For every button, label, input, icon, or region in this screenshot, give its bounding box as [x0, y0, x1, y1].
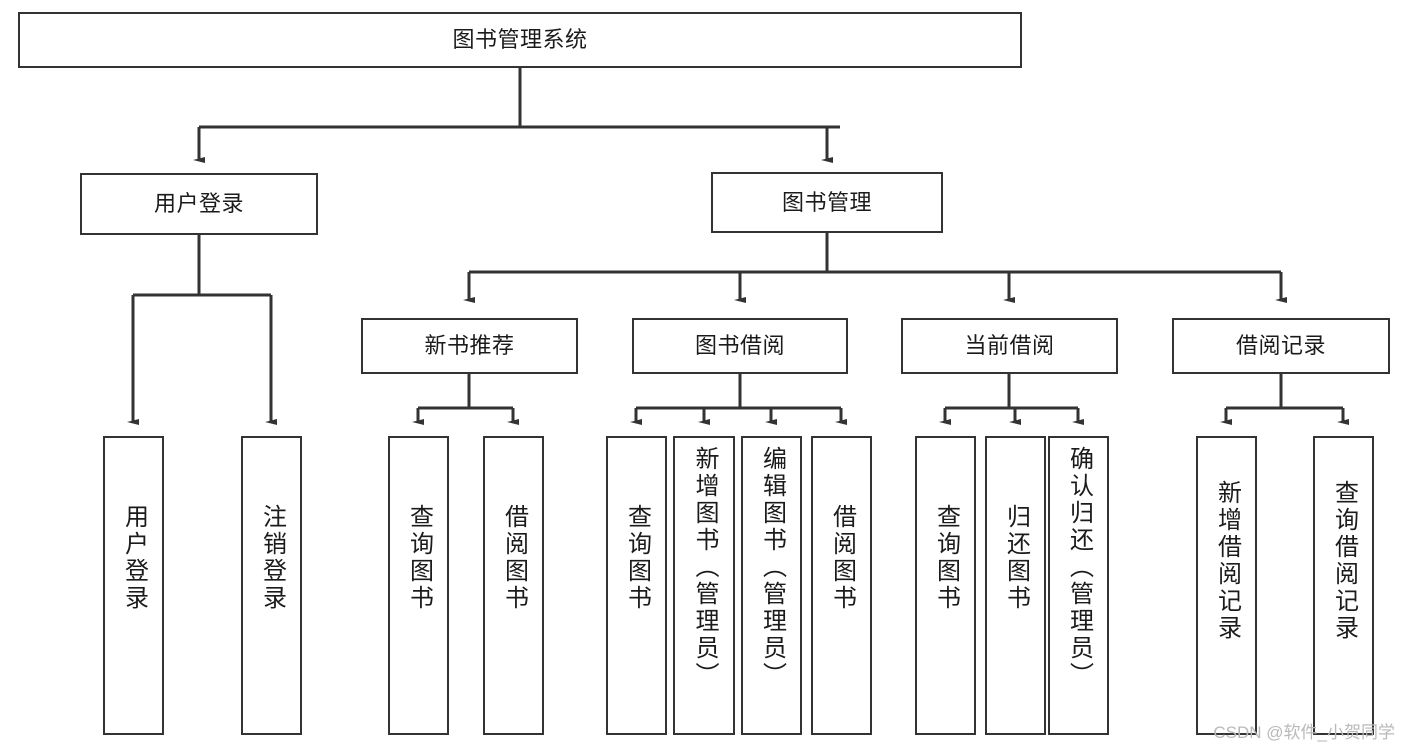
node-leaf-query-record[interactable]: 查询借阅记录	[1313, 436, 1374, 735]
node-borrow-record[interactable]: 借阅记录	[1172, 318, 1390, 374]
node-leaf-logout[interactable]: 注销登录	[241, 436, 302, 735]
node-book-manage-label: 图书管理	[781, 189, 872, 215]
node-book-borrow[interactable]: 图书借阅	[632, 318, 848, 374]
node-leaf-query-book-3-label: 查询图书	[932, 504, 960, 612]
node-leaf-confirm-return[interactable]: 确认归还（管理员）	[1048, 436, 1109, 735]
node-root-label: 图书管理系统	[452, 27, 588, 53]
node-book-manage[interactable]: 图书管理	[711, 172, 943, 233]
node-leaf-borrow-book-1-label: 借阅图书	[500, 504, 528, 612]
node-leaf-user-login[interactable]: 用户登录	[103, 436, 164, 735]
node-user-login[interactable]: 用户登录	[80, 173, 318, 235]
node-leaf-add-book-label: 新增图书（管理员）	[691, 446, 718, 689]
node-new-book-recommend-label: 新书推荐	[424, 333, 515, 359]
node-leaf-return-book[interactable]: 归还图书	[985, 436, 1046, 735]
node-user-login-label: 用户登录	[153, 191, 244, 217]
node-root[interactable]: 图书管理系统	[18, 12, 1022, 68]
node-leaf-edit-book-label: 编辑图书（管理员）	[758, 446, 786, 689]
node-leaf-confirm-return-label: 确认归还（管理员）	[1065, 446, 1093, 689]
node-leaf-query-book-2-label: 查询图书	[623, 504, 651, 612]
node-leaf-add-record-label: 新增借阅记录	[1213, 480, 1241, 642]
node-leaf-query-record-label: 查询借阅记录	[1330, 480, 1358, 642]
node-leaf-add-record[interactable]: 新增借阅记录	[1196, 436, 1257, 735]
node-leaf-query-book-1-label: 查询图书	[405, 504, 433, 612]
node-leaf-logout-label: 注销登录	[258, 504, 286, 612]
node-leaf-borrow-book-2-label: 借阅图书	[828, 504, 856, 612]
node-leaf-return-book-label: 归还图书	[1002, 504, 1030, 612]
csdn-watermark: CSDN @软件_小贺同学	[1213, 723, 1395, 742]
node-current-borrow[interactable]: 当前借阅	[901, 318, 1118, 374]
node-leaf-borrow-book-1[interactable]: 借阅图书	[483, 436, 544, 735]
node-leaf-edit-book[interactable]: 编辑图书（管理员）	[741, 436, 802, 735]
node-new-book-recommend[interactable]: 新书推荐	[361, 318, 578, 374]
node-book-borrow-label: 图书借阅	[694, 333, 785, 359]
node-leaf-user-login-label: 用户登录	[120, 504, 148, 612]
node-leaf-query-book-3[interactable]: 查询图书	[915, 436, 976, 735]
node-leaf-borrow-book-2[interactable]: 借阅图书	[811, 436, 872, 735]
node-borrow-record-label: 借阅记录	[1235, 333, 1326, 359]
node-leaf-query-book-1[interactable]: 查询图书	[388, 436, 449, 735]
node-current-borrow-label: 当前借阅	[964, 333, 1055, 359]
node-leaf-add-book[interactable]: 新增图书（管理员）	[673, 436, 735, 735]
node-leaf-query-book-2[interactable]: 查询图书	[606, 436, 667, 735]
